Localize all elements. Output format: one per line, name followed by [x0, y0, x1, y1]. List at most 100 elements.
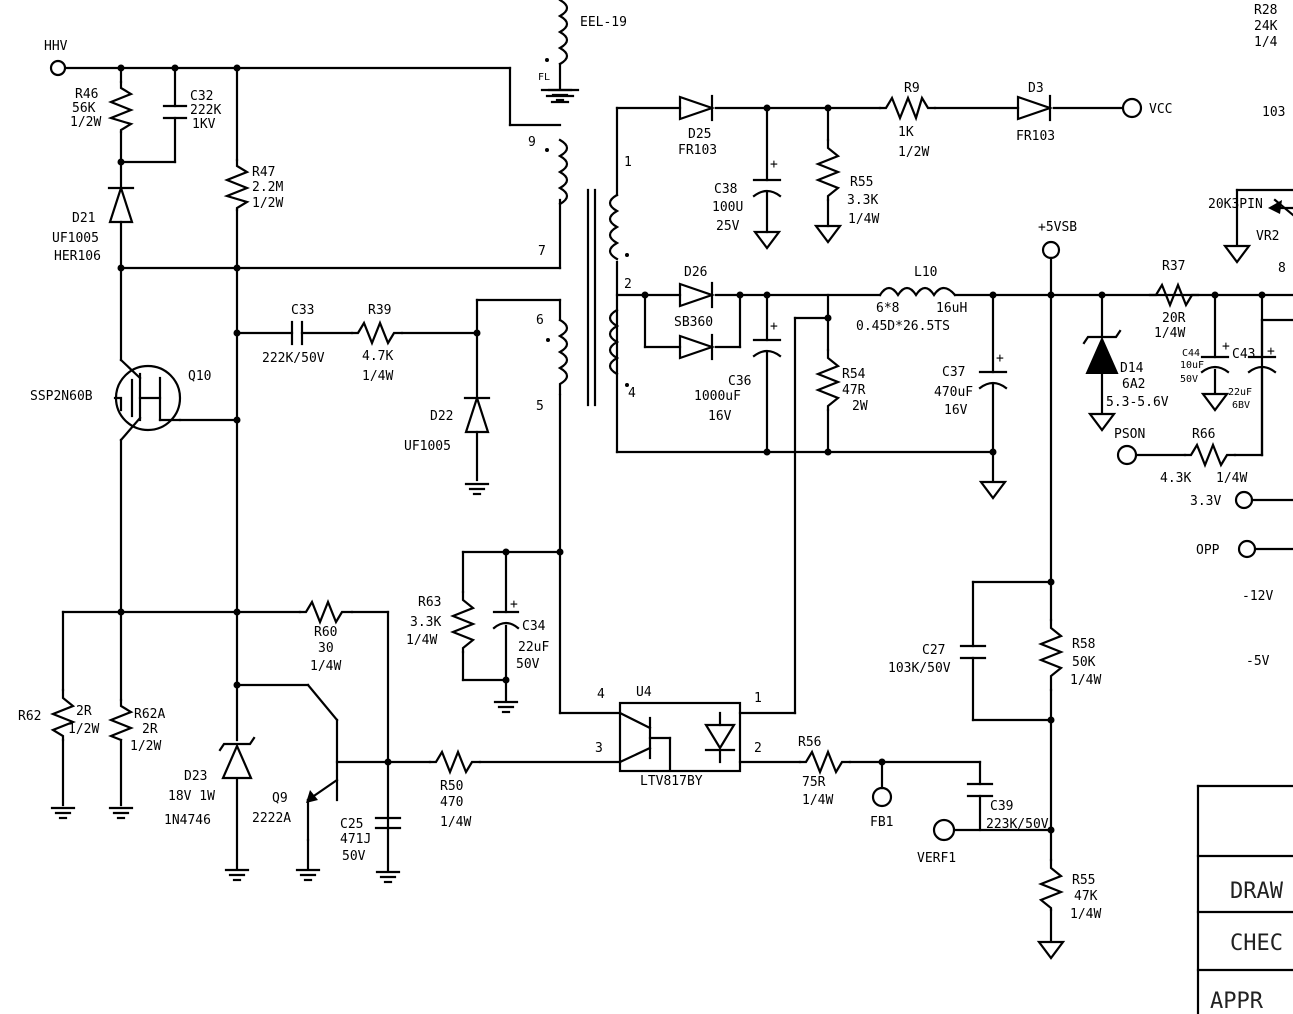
r8-label: 8	[1278, 261, 1286, 276]
cap-103-label: 103	[1262, 105, 1285, 120]
r28-value: 24K	[1254, 19, 1278, 34]
r62a-value: 2R	[142, 722, 158, 737]
q10-label: Q10	[188, 369, 211, 384]
net-label-hhv: HHV	[44, 39, 68, 54]
c38-rating: 25V	[716, 219, 740, 234]
c34-label: C34	[522, 619, 546, 634]
pin-label: 2	[624, 277, 632, 292]
c38-value: 100U	[712, 200, 743, 215]
r55a-resistor	[815, 138, 841, 202]
r46-value: 56K	[72, 101, 96, 116]
d14-part: 6A2	[1122, 377, 1145, 392]
c36-value: 1000uF	[694, 389, 741, 404]
title-block	[1196, 318, 1293, 1014]
d14-zener-diode	[1082, 329, 1122, 374]
d26-label: D26	[684, 265, 707, 280]
ground-symbol	[108, 806, 134, 820]
u4-pin: 4	[597, 687, 605, 702]
transformer-label: EEL-19	[580, 15, 627, 30]
u4-pin: 2	[754, 741, 762, 756]
r66-resistor	[1183, 442, 1237, 468]
pin-label: 7	[538, 244, 546, 259]
d3-part: FR103	[1016, 129, 1055, 144]
d23-value: 18V 1W	[168, 789, 215, 804]
r50-value: 470	[440, 795, 463, 810]
fb1-terminal	[871, 786, 893, 808]
svg-text:+: +	[996, 351, 1004, 366]
l10-core: 6*8	[876, 301, 899, 316]
q9-label: Q9	[272, 791, 288, 806]
l10-label: L10	[914, 265, 937, 280]
r62-value: 2R	[76, 704, 92, 719]
r37-label: R37	[1162, 259, 1185, 274]
c34-capacitor: +	[492, 597, 520, 630]
r47-label: R47	[252, 165, 275, 180]
net-label-vcc: VCC	[1149, 102, 1172, 117]
r54-rating: 2W	[852, 399, 868, 414]
ground-symbol	[547, 88, 573, 102]
c36-label: C36	[728, 374, 751, 389]
r39-label: R39	[368, 303, 391, 318]
r56-rating: 1/4W	[802, 793, 833, 808]
r47-value: 2.2M	[252, 180, 283, 195]
title-block-draw: DRAW	[1230, 879, 1284, 904]
c32-rating: 1KV	[192, 117, 216, 132]
r63-rating: 1/4W	[406, 633, 437, 648]
d21-label: D21	[72, 211, 95, 226]
net-label-12v: -12V	[1242, 589, 1273, 604]
r62-rating: 1/2W	[68, 722, 99, 737]
q9-part: 2222A	[252, 811, 291, 826]
r60-rating: 1/4W	[310, 659, 341, 674]
r60-value: 30	[318, 641, 334, 656]
primary-wires	[61, 66, 622, 872]
net-label-5vsb: +5VSB	[1038, 220, 1077, 235]
c27-value: 103K/50V	[888, 661, 951, 676]
net-label-3v3: 3.3V	[1190, 494, 1221, 509]
c34-value: 22uF	[518, 640, 549, 655]
svg-text:+: +	[510, 597, 518, 612]
pin-label: 5	[536, 399, 544, 414]
d26-diode	[678, 281, 716, 361]
r66-value: 4.3K	[1160, 471, 1191, 486]
r62-resistor	[50, 688, 76, 742]
ground-symbol	[224, 868, 250, 882]
svg-text:+: +	[770, 319, 778, 334]
r62a-resistor	[108, 698, 134, 742]
r47-rating: 1/2W	[252, 196, 283, 211]
c44-label: C44	[1182, 348, 1200, 359]
r37-value: 20R	[1162, 311, 1186, 326]
r50-label: R50	[440, 779, 463, 794]
d21-part-alt: HER106	[54, 249, 101, 264]
u4-pin: 1	[754, 691, 762, 706]
r28-rating: 1/4	[1254, 35, 1278, 50]
c32-label: C32	[190, 89, 213, 104]
ground-symbol	[464, 482, 490, 496]
c39-value: 223K/50V	[986, 817, 1049, 832]
u4-optocoupler	[618, 701, 742, 773]
r55a-label: R55	[850, 175, 873, 190]
c25-capacitor	[374, 816, 402, 830]
r39-value: 4.7K	[362, 349, 393, 364]
d3-diode	[1016, 94, 1054, 122]
ground-triangle	[1201, 392, 1229, 412]
r55b-rating: 1/4W	[1070, 907, 1101, 922]
d22-diode	[463, 394, 491, 434]
ground-symbol	[493, 700, 519, 714]
d22-label: D22	[430, 409, 453, 424]
c44-rating: 50V	[1180, 374, 1198, 385]
r55a-rating: 1/4W	[848, 212, 879, 227]
c34-rating: 50V	[516, 657, 540, 672]
svg-text:+: +	[1222, 339, 1230, 354]
r50-rating: 1/4W	[440, 815, 471, 830]
r37-rating: 1/4W	[1154, 326, 1185, 341]
junction-dots	[117, 64, 1266, 834]
net-label-opp: OPP	[1196, 543, 1220, 558]
r28-label: R28	[1254, 3, 1277, 18]
d14-voltage: 5.3-5.6V	[1106, 395, 1169, 410]
l10-winding: 0.45D*26.5TS	[856, 319, 950, 334]
pin-label: 9	[528, 135, 536, 150]
c37-label: C37	[942, 365, 965, 380]
r9-value: 1K	[898, 125, 914, 140]
d21-diode	[107, 184, 135, 224]
q10-part: SSP2N60B	[30, 389, 93, 404]
